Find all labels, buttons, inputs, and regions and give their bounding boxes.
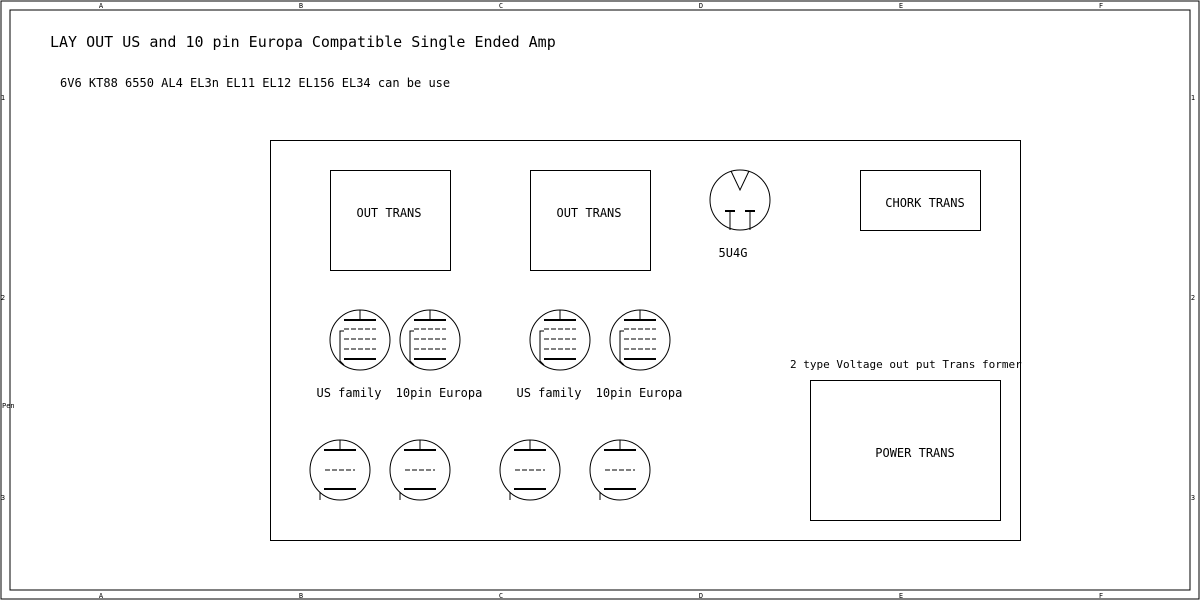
col-label-top: C [499,2,503,10]
col-label-top: B [299,2,303,10]
page-subtitle: 6V6 KT88 6550 AL4 EL3n EL11 EL12 EL156 E… [60,76,450,90]
out-trans-label-1: OUT TRANS [356,206,421,220]
triode-tube-symbol [309,439,371,501]
row-label-left: 2 [1,294,5,302]
pentode-tube-symbol [399,309,461,371]
col-label-bottom: D [699,592,703,600]
col-label-top: A [99,2,104,10]
output-tube-row [329,309,671,371]
sheet-inner-border [9,9,1191,591]
choke-trans-box [860,170,981,231]
power-trans-label: POWER TRANS [875,446,954,460]
power-trans-note: 2 type Voltage out put Trans former [790,358,1022,371]
col-label-bottom: E [899,592,903,600]
row-label-right: 2 [1191,294,1195,302]
tube-label: US family [516,386,581,400]
col-label-top: E [899,2,903,10]
col-label-top: F [1099,2,1103,10]
page-title: LAY OUT US and 10 pin Europa Compatible … [50,33,556,51]
col-label-bottom: F [1099,592,1103,600]
pentode-tube-symbol [529,309,591,371]
rectifier-label: 5U4G [719,246,748,260]
triode-tube-symbol [589,439,651,501]
out-trans-box-2 [530,170,651,271]
row-label-left: 3 [1,494,5,502]
col-label-bottom: C [499,592,503,600]
pentode-tube-symbol [609,309,671,371]
col-label-top: D [699,2,703,10]
pentode-tube-symbol [329,309,391,371]
row-label-right: 1 [1191,94,1195,102]
triode-tube-symbol [389,439,451,501]
tube-label: 10pin Europa [396,386,483,400]
col-label-bottom: A [99,592,104,600]
out-trans-box-1 [330,170,451,271]
rectifier-tube-symbol [709,169,771,231]
choke-trans-label: CHORK TRANS [885,196,964,210]
out-trans-label-2: OUT TRANS [556,206,621,220]
tube-label: 10pin Europa [596,386,683,400]
pen-mark: Pen [2,402,15,410]
row-label-right: 3 [1191,494,1195,502]
row-label-left: 1 [1,94,5,102]
power-trans-box [810,380,1001,521]
tube-label: US family [316,386,381,400]
driver-tube-row [309,439,651,501]
chassis-outline [270,140,1021,541]
col-label-bottom: B [299,592,303,600]
triode-tube-symbol [499,439,561,501]
